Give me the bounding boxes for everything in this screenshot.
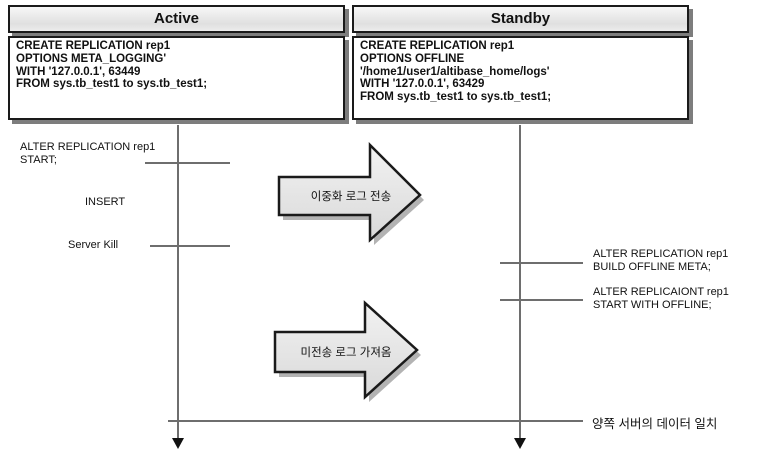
standby-server-sql: CREATE REPLICATION rep1 OPTIONS OFFLINE …: [352, 36, 689, 120]
fetch-unsent-logs-arrow-icon: [273, 300, 421, 402]
tick-alter-replication-start: [145, 162, 230, 164]
active-timeline-line: [177, 125, 179, 440]
active-server-sql: CREATE REPLICATION rep1 OPTIONS META_LOG…: [8, 36, 345, 120]
data-match-line: [168, 420, 583, 422]
tick-build-offline-meta: [500, 262, 583, 264]
log-transfer-arrow-icon: [277, 142, 424, 245]
log-transfer-arrow-label: 이중화 로그 전송: [310, 191, 392, 203]
standby-server-title: Standby: [490, 10, 551, 27]
standby-timeline-line: [519, 125, 521, 440]
tick-server-kill: [150, 245, 230, 247]
active-server-header: Active: [8, 5, 345, 33]
event-alter-replication-start: ALTER REPLICATION rep1 START;: [20, 141, 156, 166]
event-start-with-offline: ALTER REPLICAIONT rep1 START WITH OFFLIN…: [593, 286, 729, 311]
tick-start-with-offline: [500, 299, 583, 301]
fetch-unsent-logs-arrow-label: 미전송 로그 가져옴: [300, 347, 392, 359]
active-server-title: Active: [153, 10, 200, 27]
standby-timeline-arrowhead-icon: [514, 438, 526, 449]
event-server-kill: Server Kill: [68, 239, 119, 251]
data-match-label: 양쪽 서버의 데이터 일치: [592, 417, 718, 431]
active-timeline-arrowhead-icon: [172, 438, 184, 449]
standby-server-header: Standby: [352, 5, 689, 33]
event-insert: INSERT: [85, 196, 126, 208]
event-build-offline-meta: ALTER REPLICATION rep1 BUILD OFFLINE MET…: [593, 248, 729, 273]
